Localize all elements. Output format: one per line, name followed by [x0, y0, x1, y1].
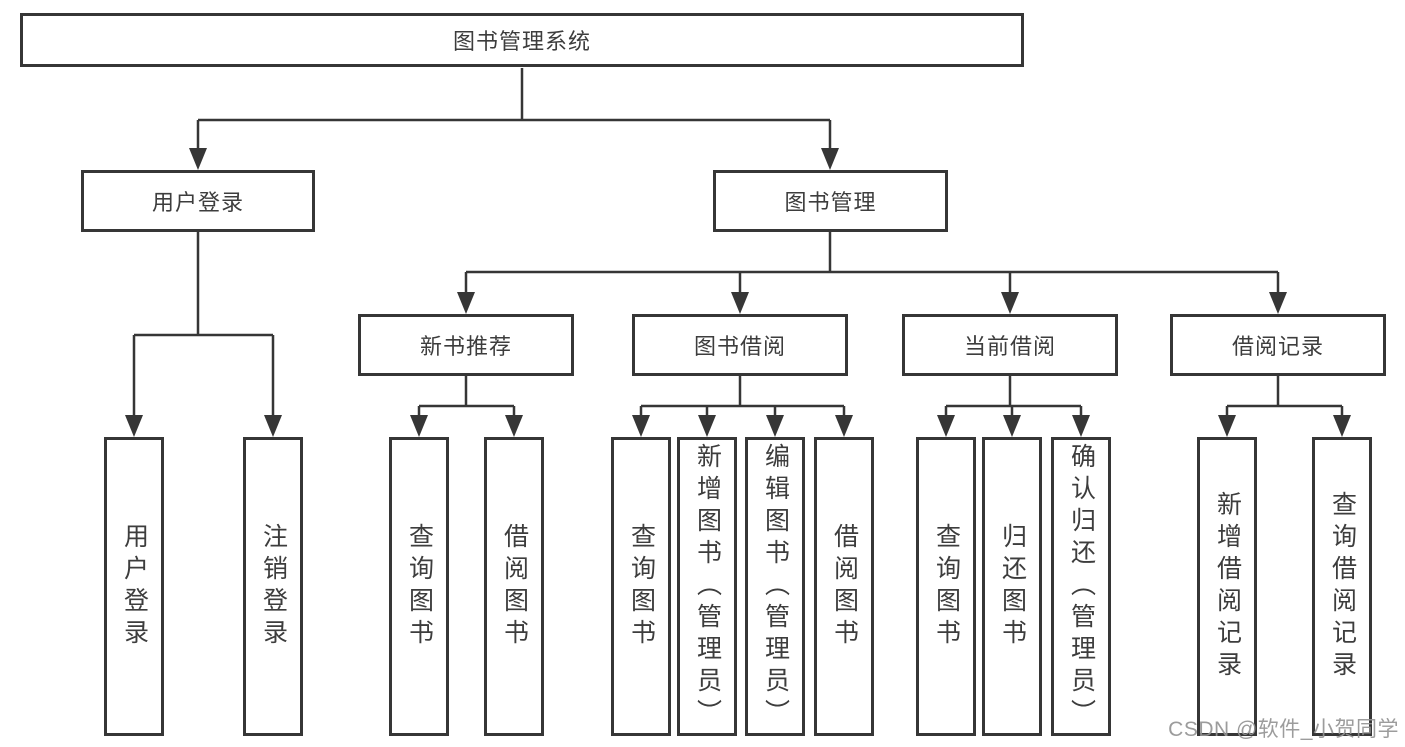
node-borrow-record-label: 借阅记录	[1231, 334, 1324, 359]
leaf-user-login: 用户登录	[104, 437, 164, 736]
leaf-logout-label: 注销登录	[259, 522, 288, 651]
leaf-logout: 注销登录	[243, 437, 303, 736]
leaf-borrow-book-2: 借阅图书	[814, 437, 874, 736]
node-current-borrow: 当前借阅	[902, 314, 1118, 376]
leaf-query-book-2: 查询图书	[611, 437, 671, 736]
leaf-return-book: 归还图书	[982, 437, 1042, 736]
node-root: 图书管理系统	[20, 13, 1024, 67]
leaf-borrow-book-1: 借阅图书	[484, 437, 544, 736]
leaf-edit-book-admin-label: 编辑图书（管理员）	[761, 442, 790, 731]
leaf-query-book-3-label: 查询图书	[932, 522, 961, 651]
node-book-management-label: 图书管理	[784, 190, 877, 215]
node-borrow-record: 借阅记录	[1170, 314, 1386, 376]
node-book-borrow-label: 图书借阅	[693, 334, 786, 359]
leaf-confirm-return-admin: 确认归还（管理员）	[1051, 437, 1111, 736]
node-new-book-recommend-label: 新书推荐	[419, 334, 512, 359]
leaf-edit-book-admin: 编辑图书（管理员）	[745, 437, 805, 736]
node-book-borrow: 图书借阅	[632, 314, 848, 376]
leaf-query-book-1: 查询图书	[389, 437, 449, 736]
leaf-return-book-label: 归还图书	[998, 522, 1027, 651]
node-user-login: 用户登录	[81, 170, 315, 232]
leaf-query-book-3: 查询图书	[916, 437, 976, 736]
csdn-watermark: CSDN @软件_小贺同学	[1168, 718, 1399, 741]
leaf-add-borrow-record-label: 新增借阅记录	[1213, 490, 1242, 683]
leaf-add-borrow-record: 新增借阅记录	[1197, 437, 1257, 736]
leaf-confirm-return-admin-label: 确认归还（管理员）	[1067, 442, 1096, 731]
leaf-user-login-label: 用户登录	[120, 522, 149, 651]
node-root-label: 图书管理系统	[452, 29, 591, 54]
leaf-query-book-1-label: 查询图书	[405, 522, 434, 651]
node-new-book-recommend: 新书推荐	[358, 314, 574, 376]
leaf-add-book-admin: 新增图书（管理员）	[677, 437, 737, 736]
leaf-borrow-book-2-label: 借阅图书	[830, 522, 859, 651]
node-current-borrow-label: 当前借阅	[963, 334, 1056, 359]
node-user-login-label: 用户登录	[151, 190, 244, 215]
leaf-query-book-2-label: 查询图书	[627, 522, 656, 651]
leaf-query-borrow-record: 查询借阅记录	[1312, 437, 1372, 736]
leaf-query-borrow-record-label: 查询借阅记录	[1328, 490, 1357, 683]
node-book-management: 图书管理	[713, 170, 948, 232]
leaf-borrow-book-1-label: 借阅图书	[500, 522, 529, 651]
leaf-add-book-admin-label: 新增图书（管理员）	[693, 442, 722, 731]
